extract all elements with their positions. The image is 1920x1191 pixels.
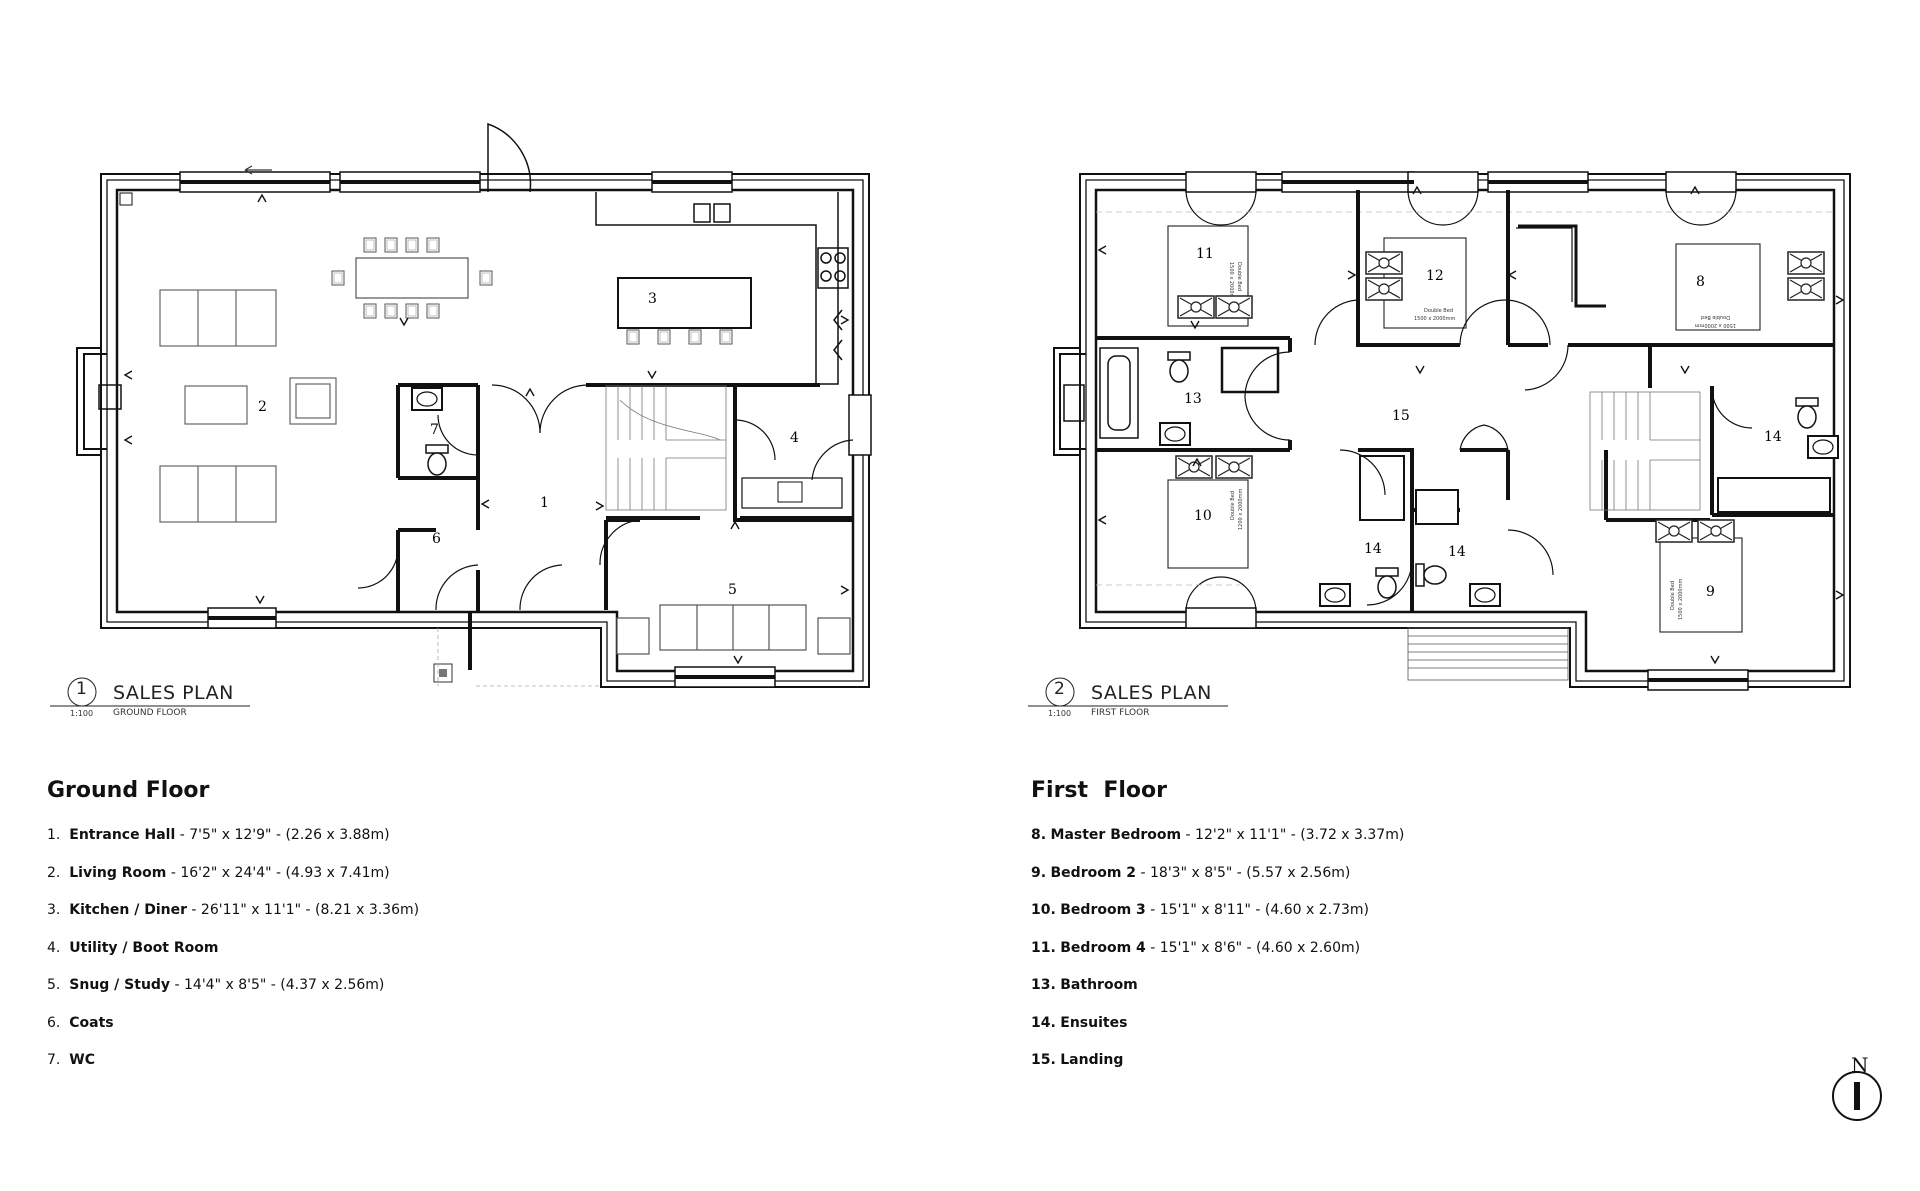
first-room-14c: 14 [1764, 429, 1782, 445]
list-item: 7. WC [47, 1052, 95, 1068]
list-item: 4. Utility / Boot Room [47, 939, 219, 956]
bed-size-8: 1500 x 2000mm [1695, 322, 1736, 328]
first-room-11: 11 [1196, 246, 1214, 262]
ground-floor-heading: Ground Floor [47, 778, 210, 803]
list-item: 14. Ensuites [1031, 1014, 1128, 1031]
list-item: 3. Kitchen / Diner - 26'11" x 11'1" - (8… [47, 902, 420, 918]
first-room-14a: 14 [1364, 541, 1382, 557]
list-item: 13. Bathroom [1031, 977, 1138, 993]
bed-size-9: 1500 x 2000mm [1678, 579, 1684, 620]
first-room-8: 8 [1696, 274, 1705, 290]
list-item: 8. Master Bedroom - 12'2" x 11'1" - (3.7… [1031, 827, 1405, 843]
first-room-12: 12 [1426, 268, 1444, 284]
bed-label-9: Double Bed [1670, 581, 1676, 610]
ground-room-3: 3 [648, 291, 657, 307]
first-room-14b: 14 [1448, 544, 1466, 560]
first-floor-legend: First Floor 8. Master Bedroom - 12'2" x … [1031, 778, 1404, 1088]
ground-floor-legend: Ground Floor 1. Entrance Hall - 7'5" x 1… [47, 778, 419, 1088]
bed-label-8: Double Bed [1701, 314, 1730, 320]
ground-room-7: 7 [430, 422, 439, 438]
ground-floor-plan: 1 2 3 4 5 6 7 [76, 122, 872, 688]
ground-room-2: 2 [258, 399, 267, 415]
first-room-10: 10 [1194, 508, 1212, 524]
first-room-15: 15 [1392, 408, 1410, 424]
north-arrow-icon [1832, 1071, 1882, 1121]
list-item: 2. Living Room - 16'2" x 24'4" - (4.93 x… [47, 864, 390, 881]
bed-size-11: 1500 x 2000mm [1228, 262, 1234, 303]
first-floor-plan: Double Bed 1500 x 2000mm Double Bed 1500… [1053, 171, 1851, 691]
first-room-13: 13 [1184, 391, 1202, 407]
plan-scale-first: 1:100 [1048, 709, 1072, 718]
ground-room-6: 6 [432, 531, 441, 547]
bed-label-11: Double Bed [1236, 262, 1242, 291]
bed-size-10: 1200 x 2000mm [1238, 489, 1244, 530]
plan-scale-ground: 1:100 [70, 709, 94, 718]
list-item: 15. Landing [1031, 1052, 1124, 1068]
first-floor-heading: First Floor [1031, 778, 1167, 803]
plan-subtitle-ground: GROUND FLOOR [113, 708, 187, 718]
list-item: 6. Coats [47, 1014, 114, 1031]
ground-room-1: 1 [540, 495, 549, 511]
plan-number-ground: 1 [76, 679, 87, 699]
list-item: 5. Snug / Study - 14'4" x 8'5" - (4.37 x… [47, 977, 385, 993]
bed-label-12: Double Bed [1424, 308, 1453, 314]
list-item: 11. Bedroom 4 - 15'1" x 8'6" - (4.60 x 2… [1031, 939, 1361, 956]
ground-room-5: 5 [728, 582, 737, 598]
plan-title-ground: SALES PLAN [113, 682, 234, 704]
ground-room-4: 4 [790, 430, 799, 446]
ground-floor-room-list: 1. Entrance Hall - 7'5" x 12'9" - (2.26 … [47, 825, 419, 1088]
list-item: 10. Bedroom 3 - 15'1" x 8'11" - (4.60 x … [1031, 902, 1369, 918]
north-label: N [1851, 1053, 1869, 1077]
plan-number-first: 2 [1054, 679, 1065, 699]
bed-label-10: Double Bed [1230, 491, 1236, 520]
list-item: 1. Entrance Hall - 7'5" x 12'9" - (2.26 … [47, 827, 390, 843]
plan-title-first: SALES PLAN [1091, 682, 1212, 704]
first-room-9: 9 [1706, 584, 1715, 600]
plan-subtitle-first: FIRST FLOOR [1091, 708, 1150, 718]
bed-size-12: 1500 x 2000mm [1414, 316, 1455, 322]
list-item: 9. Bedroom 2 - 18'3" x 8'5" - (5.57 x 2.… [1031, 864, 1351, 881]
first-floor-room-list: 8. Master Bedroom - 12'2" x 11'1" - (3.7… [1031, 825, 1404, 1088]
plan-markers [50, 677, 1228, 707]
